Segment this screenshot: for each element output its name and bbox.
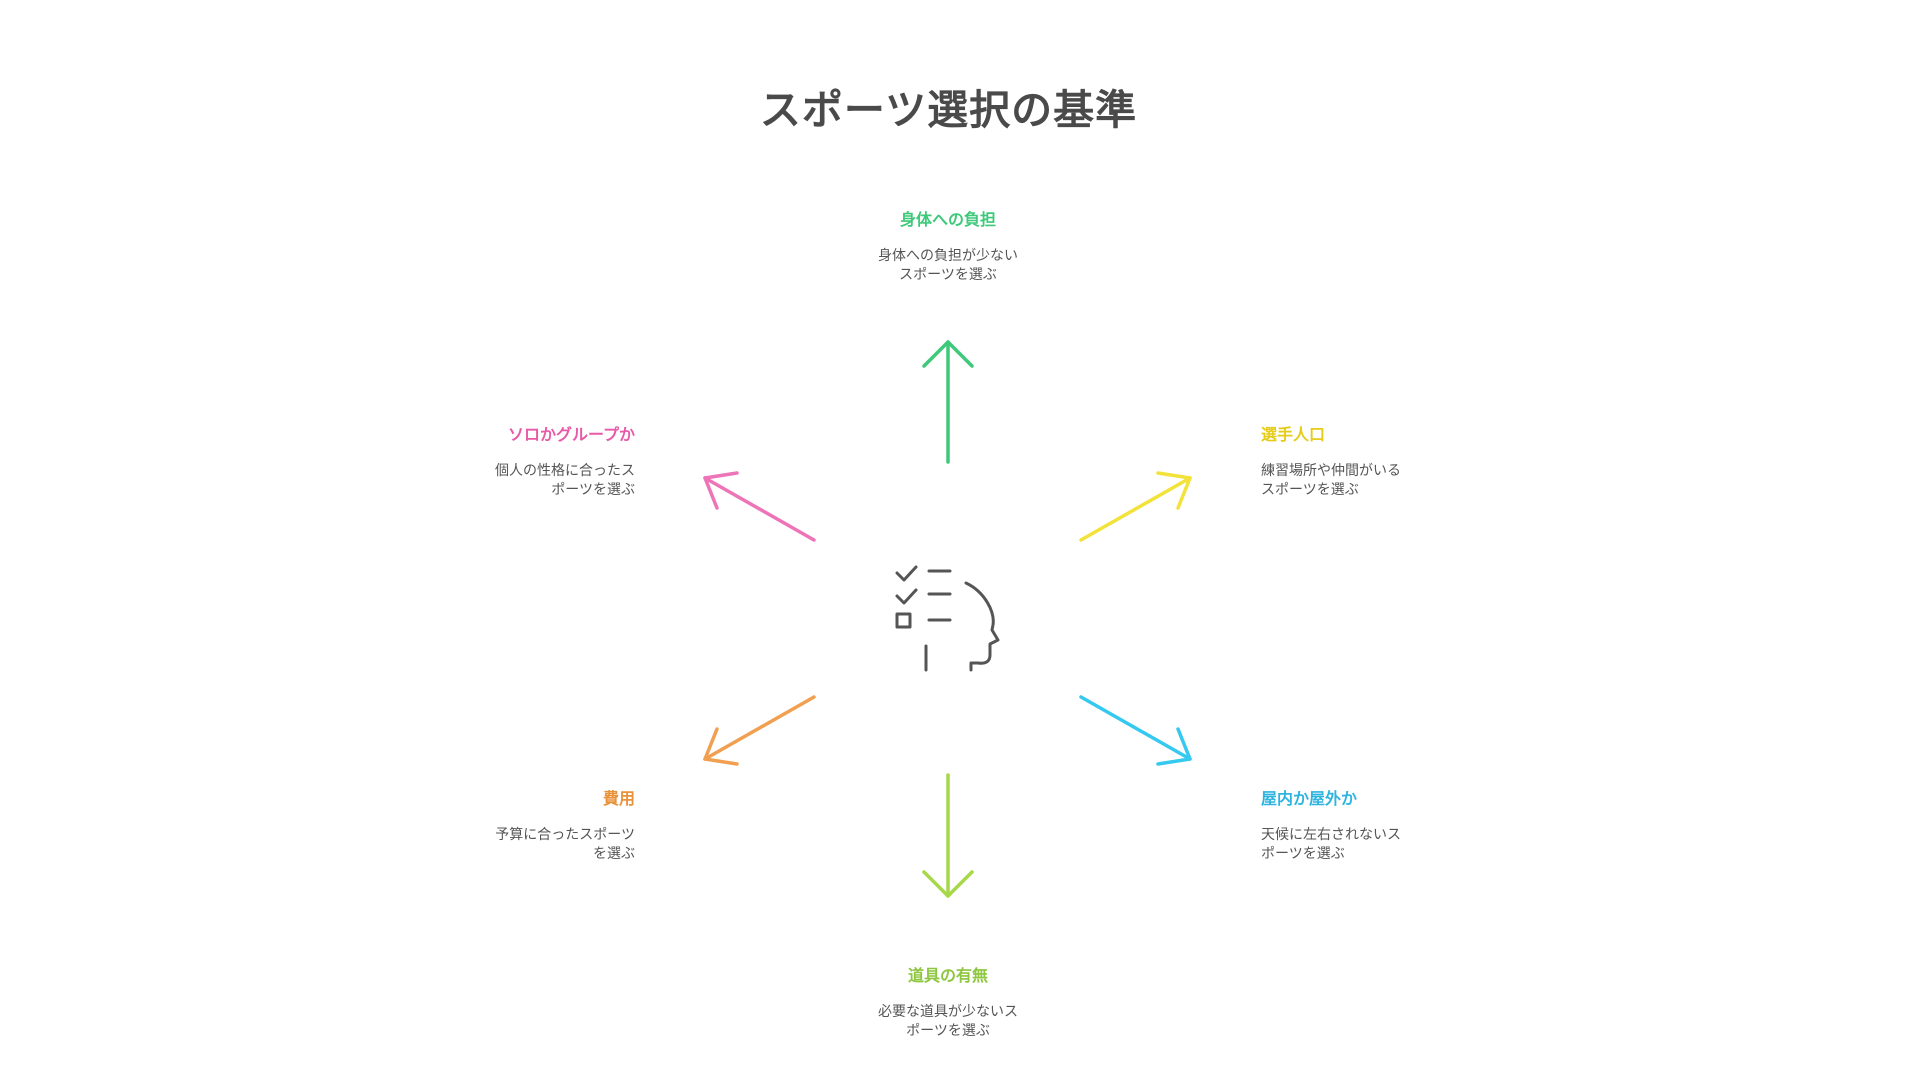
checklist-head-icon <box>895 565 1000 672</box>
node-label: 道具の有無 <box>907 966 988 985</box>
node-cost: 費用 予算に合ったスポーツ を選ぶ <box>415 785 635 864</box>
arrow-up-left-icon <box>703 471 816 542</box>
arrow-up-right-icon <box>1079 471 1192 542</box>
node-solo-group: ソロかグループか 個人の性格に合ったス ポーツを選ぶ <box>415 421 635 500</box>
arrow-down-right-icon <box>1079 695 1192 766</box>
node-label: 屋内か屋外か <box>1261 789 1358 808</box>
node-player-population: 選手人口 練習場所や仲間がいる スポーツを選ぶ <box>1261 421 1481 500</box>
node-equipment: 道具の有無 必要な道具が少ないス ポーツを選ぶ <box>838 962 1058 1041</box>
node-description: 個人の性格に合ったス ポーツを選ぶ <box>495 463 635 498</box>
arrow-down-left-icon <box>703 695 816 766</box>
arrow-down-icon <box>922 773 974 898</box>
diagram-title: スポーツ選択の基準 <box>759 86 1138 134</box>
node-description: 必要な道具が少ないス ポーツを選ぶ <box>878 1004 1018 1039</box>
node-label: ソロかグループか <box>507 425 635 444</box>
node-description: 予算に合ったスポーツ を選ぶ <box>495 827 635 862</box>
node-body-burden: 身体への負担 身体への負担が少ない スポーツを選ぶ <box>838 206 1058 285</box>
node-label: 費用 <box>602 789 635 808</box>
node-description: 天候に左右されないス ポーツを選ぶ <box>1261 827 1401 862</box>
node-label: 選手人口 <box>1261 425 1326 444</box>
node-description: 身体への負担が少ない スポーツを選ぶ <box>878 248 1018 283</box>
node-label: 身体への負担 <box>899 210 996 229</box>
node-indoor-outdoor: 屋内か屋外か 天候に左右されないス ポーツを選ぶ <box>1261 785 1481 864</box>
node-description: 練習場所や仲間がいる スポーツを選ぶ <box>1261 463 1401 498</box>
arrow-up-icon <box>922 340 974 464</box>
